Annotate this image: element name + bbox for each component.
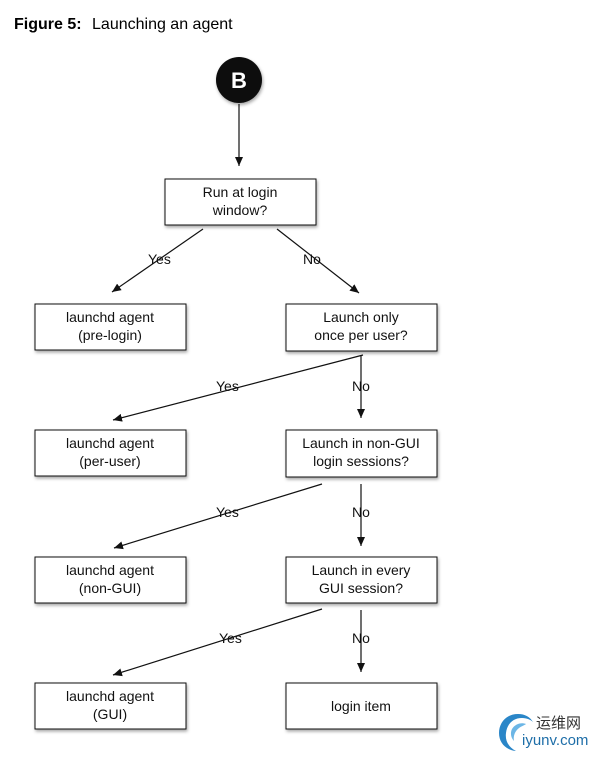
node-launch-once-line2: once per user? [314, 327, 408, 343]
label-once-yes: Yes [216, 378, 239, 394]
label-once-no: No [352, 378, 370, 394]
figure-title: Launching an agent [92, 16, 233, 33]
start-node: B [216, 57, 262, 103]
node-agent-nongui: launchd agent (non-GUI) [34, 556, 187, 604]
label-every-no: No [352, 630, 370, 646]
node-agent-gui: launchd agent (GUI) [34, 682, 187, 730]
label-run-yes: Yes [148, 251, 171, 267]
node-run-at-login-line1: Run at login [203, 184, 278, 200]
label-every-yes: Yes [219, 630, 242, 646]
node-agent-gui-line1: launchd agent [66, 688, 154, 704]
node-agent-peruser-line1: launchd agent [66, 435, 154, 451]
edge-run-no [276, 228, 360, 294]
watermark: 运维网 iyunv.com [496, 708, 600, 756]
edge-nongui-yes [113, 483, 323, 550]
node-agent-nongui-line1: launchd agent [66, 562, 154, 578]
node-launch-once-line1: Launch only [323, 309, 399, 325]
node-agent-prelogin-line1: launchd agent [66, 309, 154, 325]
node-login-item-line1: login item [331, 698, 391, 714]
node-run-at-login-line2: window? [212, 202, 268, 218]
node-agent-prelogin: launchd agent (pre-login) [34, 303, 187, 351]
node-agent-prelogin-line2: (pre-login) [78, 327, 142, 343]
label-nongui-yes: Yes [216, 504, 239, 520]
node-launch-nongui-line1: Launch in non-GUI [302, 435, 420, 451]
node-launch-nongui-line2: login sessions? [313, 453, 409, 469]
node-launch-every-line2: GUI session? [319, 580, 403, 596]
edge-once-yes [112, 354, 364, 422]
node-run-at-login: Run at login window? [164, 178, 317, 226]
node-launch-nongui: Launch in non-GUI login sessions? [285, 429, 438, 478]
figure-caption: Figure 5: Launching an agent [14, 16, 233, 34]
watermark-chinese: 运维网 [536, 714, 582, 732]
edge-every-yes [112, 608, 323, 677]
node-launch-every-line1: Launch in every [312, 562, 411, 578]
edges [111, 104, 365, 677]
node-agent-peruser-line2: (per-user) [79, 453, 140, 469]
node-launch-every: Launch in every GUI session? [285, 556, 438, 604]
node-agent-gui-line2: (GUI) [93, 706, 127, 722]
edge-run-yes [111, 228, 204, 293]
label-nongui-no: No [352, 504, 370, 520]
node-agent-nongui-line2: (non-GUI) [79, 580, 141, 596]
watermark-url: iyunv.com [522, 732, 589, 749]
figure-number: Figure 5: [14, 16, 82, 33]
node-login-item: login item [285, 682, 438, 730]
label-run-no: No [303, 251, 321, 267]
watermark-logo-icon [499, 714, 533, 751]
node-agent-peruser: launchd agent (per-user) [34, 429, 187, 477]
start-label: B [231, 68, 247, 93]
node-launch-once: Launch only once per user? [285, 303, 438, 352]
